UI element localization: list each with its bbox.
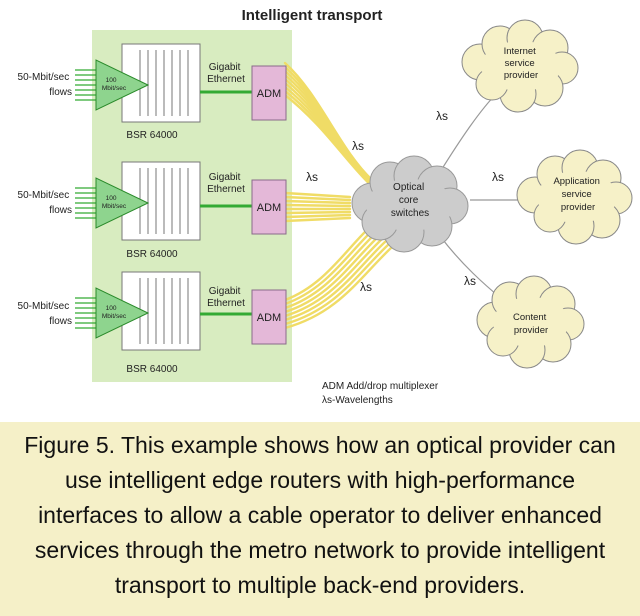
optical-core-cloud: Optical core switches [351, 155, 469, 253]
provider-cloud-internet: Internet service provider [461, 19, 579, 113]
lambda-label: λs [360, 280, 372, 294]
router-name: BSR 64000 [126, 364, 178, 375]
legend-adm: ADM Add/drop multiplexer [322, 381, 439, 392]
input-flows-3 [75, 297, 96, 329]
lambda-bundles [283, 61, 398, 330]
flows-label: 50-Mbit/sec flows [18, 72, 72, 98]
lambda-label: λs [492, 170, 504, 184]
core-label: Optical core switches [391, 182, 429, 219]
adm-label: ADM [257, 88, 281, 100]
router-name: BSR 64000 [126, 130, 178, 141]
lambda-label: λs [464, 274, 476, 288]
adm-box [251, 179, 287, 235]
lambda-label: λs [436, 109, 448, 123]
input-flows-2 [75, 187, 96, 219]
gigabit-label: Gigabit Ethernet [207, 62, 245, 85]
provider-label: Application service provider [553, 176, 602, 213]
bundle-middle [283, 191, 352, 223]
flows-label: 50-Mbit/sec flows [18, 190, 72, 216]
provider-label: Content provider [513, 312, 549, 336]
ethernet-module [95, 287, 150, 339]
router-row-3: 50-Mbit/sec flows 100 Mbit/sec BSR 64000… [18, 271, 287, 375]
adm-label: ADM [257, 202, 281, 214]
module-label: 100 Mbit/sec [102, 195, 127, 210]
legend: ADM Add/drop multiplexer λs-Wavelengths [322, 381, 439, 406]
lambda-label: λs [306, 170, 318, 184]
adm-label: ADM [257, 312, 281, 324]
flows-label: 50-Mbit/sec flows [18, 301, 72, 327]
caption-text: Figure 5. This example shows how an opti… [24, 432, 616, 598]
module-label: 100 Mbit/sec [102, 77, 127, 92]
router-row-2: 50-Mbit/sec flows 100 Mbit/sec BSR 64000… [18, 161, 287, 260]
figure-caption: Figure 5. This example shows how an opti… [0, 422, 640, 616]
ethernet-module [95, 59, 150, 111]
router-card-slots [139, 50, 189, 116]
adm-box [251, 289, 287, 345]
legend-lambda: λs-Wavelengths [322, 395, 393, 406]
provider-cloud-content: Content provider [476, 275, 585, 369]
lambda-label: λs [352, 139, 364, 153]
input-flows-1 [75, 69, 96, 101]
gigabit-label: Gigabit Ethernet [207, 286, 245, 309]
bundle-bottom [283, 223, 395, 330]
lambda-labels: λs λs λs λs λs λs [306, 109, 504, 294]
provider-label: Internet service provider [504, 46, 539, 81]
adm-box [251, 65, 287, 121]
router-name: BSR 64000 [126, 249, 178, 260]
router-row-1: 50-Mbit/sec flows 100 Mbit/sec BSR 64000… [18, 43, 287, 141]
ethernet-module [95, 177, 150, 229]
provider-cloud-application: Application service provider [516, 149, 633, 245]
diagram-title: Intelligent transport [242, 7, 383, 24]
gigabit-label: Gigabit Ethernet [207, 172, 245, 195]
module-label: 100 Mbit/sec [102, 305, 127, 320]
intelligent-transport-diagram: Intelligent transport [18, 7, 633, 406]
